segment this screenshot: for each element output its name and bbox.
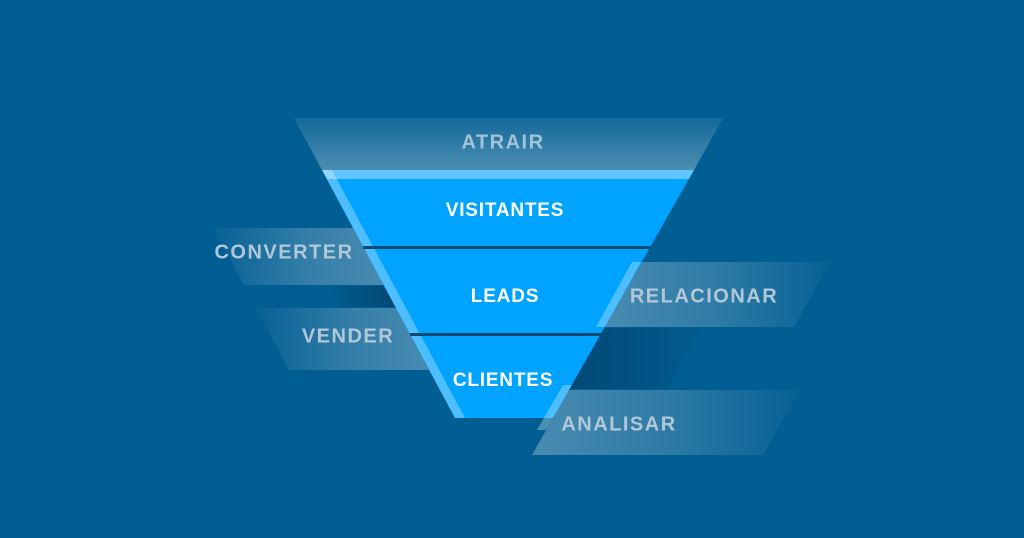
action-label-converter: CONVERTER <box>214 241 354 264</box>
right-shadow-wedge <box>569 328 702 389</box>
action-label-relacionar: RELACIONAR <box>629 285 779 308</box>
stage-label-leads: LEADS <box>470 286 540 307</box>
vender-band <box>256 308 429 370</box>
atrair-band <box>294 118 723 170</box>
stage-label-visitantes: VISITANTES <box>445 200 565 221</box>
stage-divider-1 <box>363 246 650 249</box>
stage-divider-2 <box>410 333 601 336</box>
action-label-analisar: ANALISAR <box>561 413 677 436</box>
left-shadow-wedge <box>329 286 395 307</box>
funnel-right-highlight-upper <box>596 262 641 327</box>
stage-label-clientes: CLIENTES <box>452 370 554 391</box>
funnel-right-highlight-lower <box>537 385 572 430</box>
action-label-atrair: ATRAIR <box>461 131 545 154</box>
funnel-left-highlight <box>322 170 465 418</box>
funnel-body <box>322 170 694 418</box>
relacionar-band <box>605 262 830 327</box>
funnel-top-highlight <box>322 170 694 179</box>
analisar-band <box>532 390 800 455</box>
converter-band <box>213 228 384 285</box>
action-label-vender: VENDER <box>301 325 395 348</box>
